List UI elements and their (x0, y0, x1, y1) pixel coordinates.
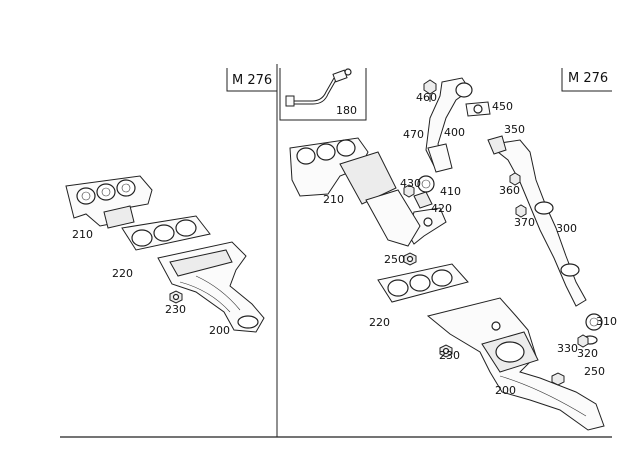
callout-label: 360 (499, 184, 520, 197)
right-converter-210 (289, 137, 421, 247)
callout-label: 200 (495, 384, 516, 397)
callout-label: 370 (514, 216, 535, 229)
right-nut-370 (515, 204, 527, 218)
right-nut-230 (439, 344, 453, 358)
right-pipe-400 (425, 77, 473, 173)
right-manifold-200 (426, 297, 605, 431)
right-gasket-450 (465, 101, 491, 117)
left-model-box: M 276 (226, 68, 277, 92)
callout-label: 310 (596, 315, 617, 328)
callout-label: 430 (400, 177, 421, 190)
callout-label: 330 (557, 342, 578, 355)
callout-label: 210 (72, 228, 93, 241)
right-fittings-410-420-430 (403, 175, 447, 245)
callout-label: 300 (556, 222, 577, 235)
left-gasket-220 (121, 215, 211, 251)
callout-label: 200 (209, 324, 230, 337)
callout-label: 410 (440, 185, 461, 198)
callout-label: 350 (504, 123, 525, 136)
callout-label: 400 (444, 126, 465, 139)
right-model-box: M 276 (561, 68, 612, 92)
callout-label: 250 (584, 365, 605, 378)
callout-label: 250 (384, 253, 405, 266)
callout-label: 320 (577, 347, 598, 360)
left-manifold-200 (157, 241, 265, 333)
left-model-label: M 276 (232, 73, 272, 88)
callout-label: 460 (416, 91, 437, 104)
left-callouts: 210 220 230 200 (72, 228, 230, 337)
callout-label: 450 (492, 100, 513, 113)
callout-label: 220 (112, 267, 133, 280)
right-nut-250-upper (403, 252, 417, 266)
right-nut-360 (509, 172, 521, 186)
oxygen-sensor-inset (279, 68, 367, 121)
right-pipe-300 (487, 135, 587, 307)
callout-label: 230 (439, 349, 460, 362)
left-heat-shield-210 (65, 175, 153, 229)
right-gasket-220 (377, 263, 469, 303)
callout-label: 470 (403, 128, 424, 141)
right-bolt-460 (423, 79, 437, 102)
right-callouts: 180 460 450 470 400 350 430 410 420 210 … (323, 91, 617, 397)
callout-label: 210 (323, 193, 344, 206)
left-nut-230 (169, 290, 183, 304)
right-gasket-310-320-330 (577, 313, 603, 348)
right-model-label: M 276 (568, 71, 608, 86)
callout-label: 220 (369, 316, 390, 329)
callout-label: 180 (336, 104, 357, 117)
callout-label: 230 (165, 303, 186, 316)
callout-label: 420 (431, 202, 452, 215)
